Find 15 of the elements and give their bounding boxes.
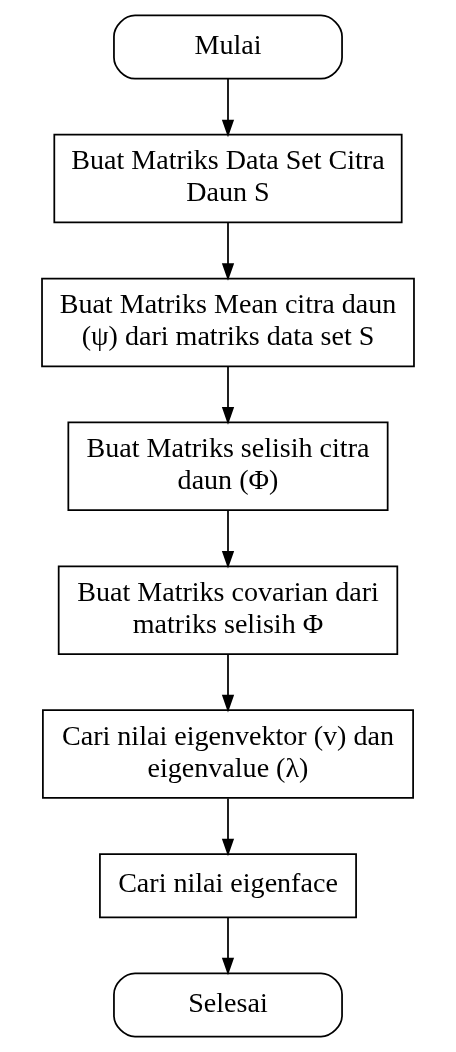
node-box: Buat Matriks Mean citra daun (ψ) dari matriks data set S [41, 277, 415, 368]
arrow [221, 509, 235, 569]
node-box: Cari nilai eigenface [99, 853, 357, 919]
arrow [221, 653, 235, 713]
arrow [221, 221, 235, 281]
arrow [221, 365, 235, 425]
arrow [221, 78, 235, 138]
node-box: Buat Matriks covarian dari matriks selisih Φ [57, 565, 399, 655]
node-box: Cari nilai eigenvektor (v) dan eigenvalue (λ) [42, 709, 414, 799]
arrow [221, 917, 235, 976]
arrow [221, 797, 235, 857]
node-box: Buat Matriks Data Set Citra Daun S [53, 133, 403, 224]
node-box: Mulai [113, 14, 343, 80]
node-box: Selesai [113, 972, 343, 1038]
node-box: Buat Matriks selisih citra daun (Φ) [67, 421, 389, 512]
